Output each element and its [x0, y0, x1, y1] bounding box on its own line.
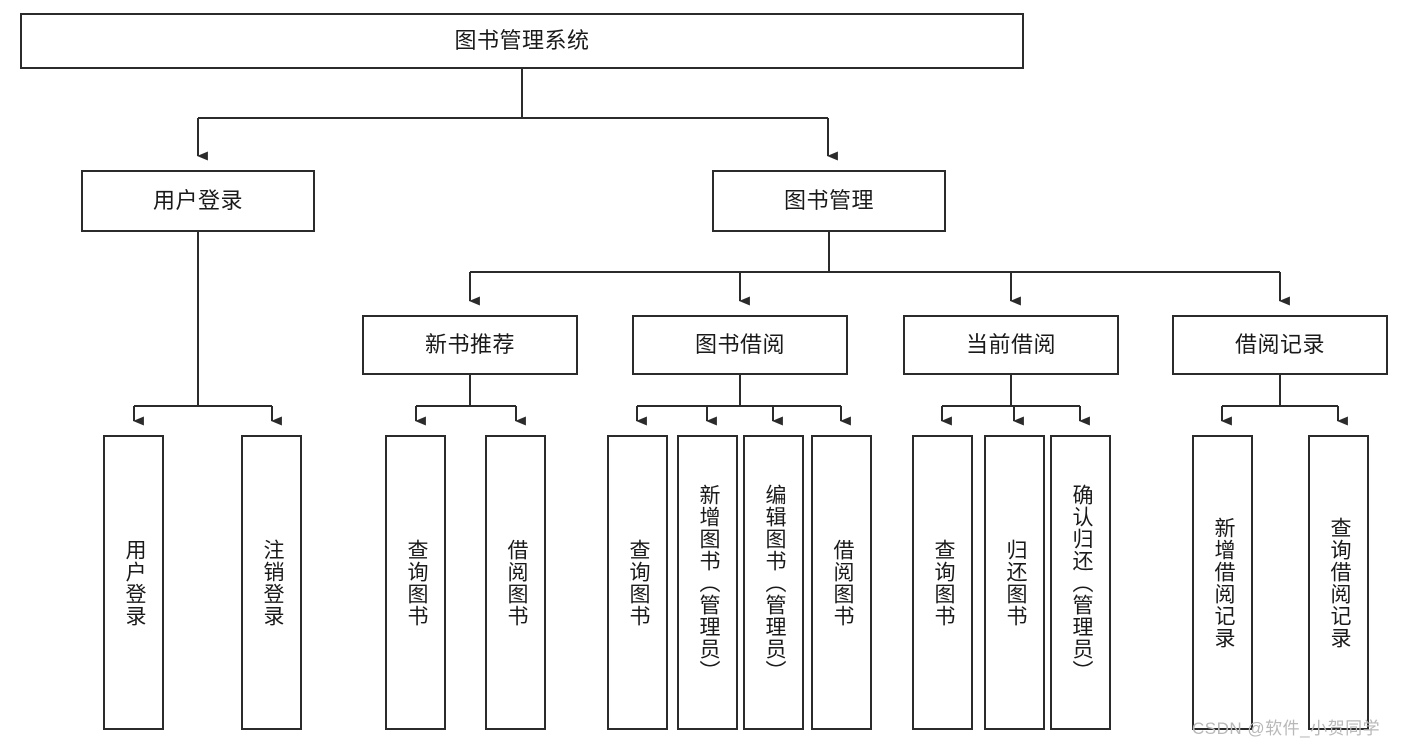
csdn-watermark: CSDN @软件_小贺同学	[1192, 719, 1381, 738]
node-label: 用户登录	[122, 538, 146, 627]
node-label: 注销登录	[260, 538, 284, 627]
node-label: 新书推荐	[424, 332, 515, 358]
node-level3-new-book-recommend[interactable]: 新书推荐	[362, 315, 578, 375]
node-level3-current-borrow[interactable]: 当前借阅	[903, 315, 1119, 375]
node-leaf-confirm-return-admin[interactable]: 确认归还（管理员）	[1050, 435, 1111, 730]
node-label: 图书管理系统	[454, 28, 590, 54]
node-level3-borrow-records[interactable]: 借阅记录	[1172, 315, 1388, 375]
node-label: 图书借阅	[694, 332, 785, 358]
node-leaf-logout[interactable]: 注销登录	[241, 435, 302, 730]
node-label: 确认归还（管理员）	[1069, 483, 1093, 682]
node-label: 用户登录	[152, 188, 243, 214]
node-label: 编辑图书（管理员）	[762, 483, 786, 682]
node-label: 查询图书	[404, 538, 428, 627]
node-leaf-borrow-book-recommend[interactable]: 借阅图书	[485, 435, 546, 730]
node-leaf-query-book-recommend[interactable]: 查询图书	[385, 435, 446, 730]
node-label: 借阅记录	[1234, 332, 1325, 358]
node-leaf-user-login[interactable]: 用户登录	[103, 435, 164, 730]
node-root[interactable]: 图书管理系统	[20, 13, 1024, 69]
node-leaf-edit-book-admin[interactable]: 编辑图书（管理员）	[743, 435, 804, 730]
node-level2-book-management[interactable]: 图书管理	[712, 170, 946, 232]
node-level3-book-borrow[interactable]: 图书借阅	[632, 315, 848, 375]
node-label: 当前借阅	[965, 332, 1056, 358]
node-leaf-query-book-borrow[interactable]: 查询图书	[607, 435, 668, 730]
node-leaf-query-borrow-record[interactable]: 查询借阅记录	[1308, 435, 1369, 730]
node-label: 借阅图书	[830, 538, 854, 627]
node-label: 新增借阅记录	[1211, 516, 1235, 649]
node-level2-user-login[interactable]: 用户登录	[81, 170, 315, 232]
node-label: 图书管理	[783, 188, 874, 214]
node-leaf-add-borrow-record[interactable]: 新增借阅记录	[1192, 435, 1253, 730]
node-label: 查询图书	[626, 538, 650, 627]
node-label: 归还图书	[1003, 538, 1027, 627]
node-leaf-borrow-book[interactable]: 借阅图书	[811, 435, 872, 730]
node-leaf-add-book-admin[interactable]: 新增图书（管理员）	[677, 435, 738, 730]
node-label: 查询图书	[931, 538, 955, 627]
node-label: 查询借阅记录	[1327, 516, 1351, 649]
node-label: 借阅图书	[504, 538, 528, 627]
node-leaf-query-book-current[interactable]: 查询图书	[912, 435, 973, 730]
node-label: 新增图书（管理员）	[696, 483, 720, 682]
node-leaf-return-book[interactable]: 归还图书	[984, 435, 1045, 730]
